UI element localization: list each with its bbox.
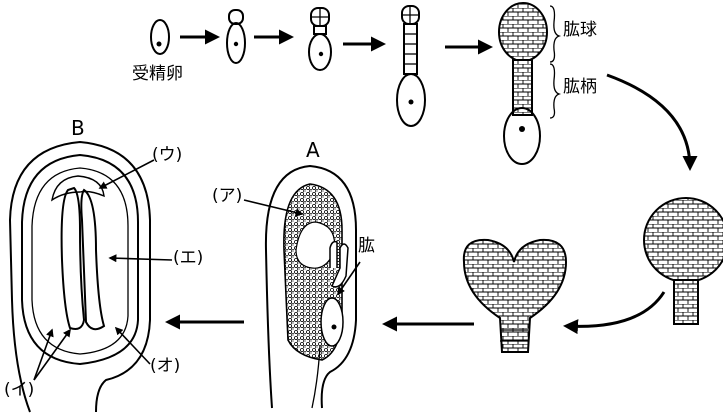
label-o: (オ) (150, 358, 180, 375)
stage-four-cell (309, 8, 331, 70)
stage-heart (464, 240, 566, 352)
label-e: (エ) (173, 250, 203, 267)
brace-suspensor (550, 64, 559, 118)
stage-filament (397, 6, 425, 126)
label-panel-b: B (71, 118, 85, 138)
stage-globular-large (644, 198, 723, 324)
stage-globular-with-suspensor (499, 3, 547, 164)
brace-embryo-proper (550, 6, 559, 62)
stage-zygote (151, 20, 169, 54)
label-embryo-proper: 肱球 (563, 22, 597, 39)
pointer-u (100, 160, 154, 188)
arrow-curve-left (566, 292, 664, 326)
label-zygote: 受精卵 (132, 66, 183, 83)
label-a: (ア) (212, 188, 242, 205)
seed-b (10, 142, 150, 412)
label-panel-a: A (306, 140, 320, 160)
label-embryo: 肱 (358, 238, 375, 255)
stage-two-cell (227, 10, 245, 63)
pointer-i-1 (34, 330, 70, 380)
label-i: (イ) (4, 382, 34, 399)
label-suspensor: 肱柄 (563, 79, 597, 96)
label-u: (ウ) (152, 147, 182, 164)
arrow-curve-right (607, 75, 690, 168)
pointer-e (110, 258, 172, 260)
